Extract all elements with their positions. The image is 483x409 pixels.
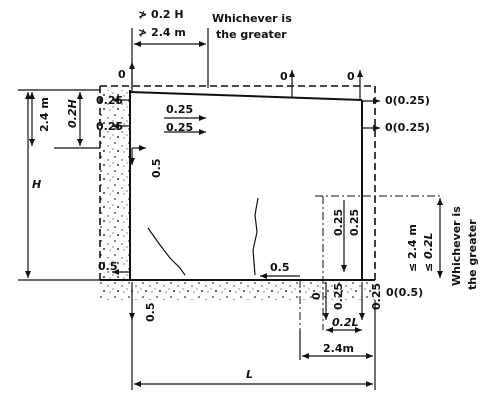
top-note-line2: ≯ 2.4 m	[138, 26, 186, 39]
dim-L: L	[246, 368, 253, 381]
top-zero-c: 0	[347, 70, 355, 83]
top-note-greater: the greater	[216, 28, 287, 41]
crack-a	[147, 227, 186, 276]
dim-H: H	[32, 178, 41, 191]
left-025-a: 0.25	[96, 94, 123, 107]
floor-soil	[100, 280, 375, 300]
top-surface-line	[129, 91, 363, 101]
right-top-label-1: 0(0.25)	[385, 94, 430, 107]
dashed-outline	[100, 85, 376, 280]
right-greater: the greater	[466, 219, 479, 290]
interior-025-a: 0.25	[166, 103, 193, 116]
interior-025-b: 0.25	[166, 121, 193, 134]
left-05-down: 0.5	[144, 303, 157, 323]
right-025-b: 0.25	[348, 209, 361, 236]
dim-02H: 0.2H	[66, 99, 79, 128]
floor-05: 0.5	[270, 261, 290, 274]
left-05-bottom: 0.5	[98, 260, 118, 273]
left-025-b: 0.25	[96, 120, 123, 133]
right-lim-b: ≤ 0.2L	[422, 232, 435, 272]
left-05-rot: 0.5	[150, 159, 163, 179]
floor-0: 0	[310, 292, 323, 300]
floor-025: 0.25	[332, 283, 345, 310]
top-note-line1: ≯ 0.2 H	[138, 8, 184, 21]
floor-025-b: 0.25	[370, 283, 383, 310]
floor-0-05: 0(0.5)	[386, 286, 423, 299]
right-top-label-2: 0(0.25)	[385, 121, 430, 134]
right-whichever: Whichever is	[450, 206, 463, 286]
top-zero-a: 0	[118, 68, 126, 81]
dim-02L: 0.2L	[332, 316, 359, 329]
top-zero-b: 0	[280, 70, 288, 83]
left-wall-soil	[100, 90, 130, 280]
top-note-whichever: Whichever is	[212, 12, 292, 25]
right-025-a: 0.25	[332, 209, 345, 236]
dim-24m-bottom: 2.4m	[323, 342, 354, 355]
crack-b	[252, 197, 259, 276]
right-lim-a: ≤ 2.4 m	[406, 224, 419, 272]
dim-24m: 2.4 m	[38, 97, 51, 132]
